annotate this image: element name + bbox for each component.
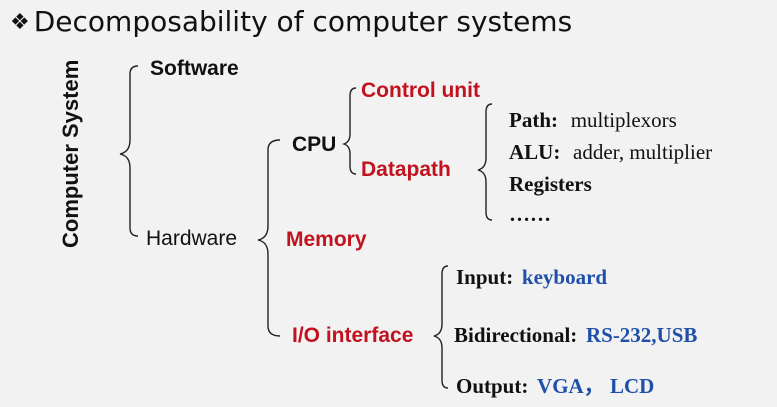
root-brace xyxy=(119,65,139,237)
memory-label: Memory xyxy=(286,228,367,251)
io-interface-label: I/O interface xyxy=(292,324,414,347)
io-item-value: keyboard xyxy=(521,265,608,289)
io-item-label: Bidirectional: xyxy=(454,323,578,347)
hardware-label: Hardware xyxy=(146,227,238,250)
datapath-item-value: multiplexors xyxy=(570,108,677,132)
io-item-label: Input: xyxy=(456,265,514,289)
io-item-value: VGA， LCD xyxy=(537,374,655,398)
datapath-item-label: …… xyxy=(509,202,551,226)
software-label: Software xyxy=(150,57,239,80)
datapath-item-label: Path: xyxy=(509,108,558,132)
io-item: Output: VGA， LCD xyxy=(456,376,654,397)
io-item: Input: keyboard xyxy=(456,267,607,288)
datapath-item: …… xyxy=(509,204,551,225)
diamond-bullet-icon: ❖ xyxy=(10,10,30,35)
datapath-item: Path: multiplexors xyxy=(509,110,677,131)
slide-title-text: Decomposability of computer systems xyxy=(33,5,573,38)
datapath-brace xyxy=(477,103,493,221)
datapath-item-label: Registers xyxy=(509,172,592,196)
io-item-label: Output: xyxy=(456,374,529,398)
control-unit-label: Control unit xyxy=(361,79,480,102)
hardware-brace xyxy=(257,139,281,337)
datapath-item: ALU: adder, multiplier xyxy=(509,142,712,163)
datapath-label: Datapath xyxy=(361,158,451,181)
datapath-item: Registers xyxy=(509,174,592,195)
datapath-item-value: adder, multiplier xyxy=(573,140,713,164)
io-item: Bidirectional: RS-232,USB xyxy=(454,325,697,346)
slide-title: ❖Decomposability of computer systems xyxy=(10,8,572,36)
io-brace xyxy=(433,265,449,389)
cpu-brace xyxy=(341,87,357,175)
datapath-item-label: ALU: xyxy=(509,140,561,164)
cpu-label: CPU xyxy=(292,133,337,156)
io-item-value: RS-232,USB xyxy=(585,323,698,347)
